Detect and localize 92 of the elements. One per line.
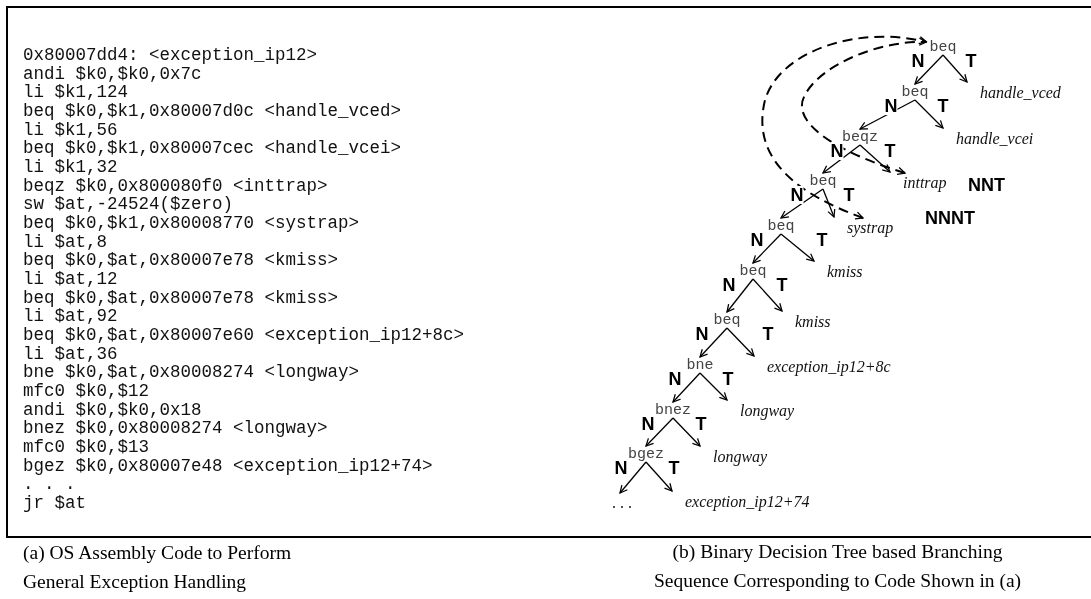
edge-label: T xyxy=(884,142,896,160)
code-line: li $at,8 xyxy=(23,232,107,252)
branch-mnemonic: beq xyxy=(901,85,929,100)
target-label: handle_vced xyxy=(980,84,1061,101)
branch-mnemonic: beq xyxy=(929,40,957,55)
code-line: jr $at xyxy=(23,494,86,513)
branch-mnemonic: bne xyxy=(686,358,714,373)
subfigure-caption: (b) Binary Decision Tree based Branching Sequence Corresponding to Code Shown in (a) xyxy=(652,540,1023,593)
branch-arrow xyxy=(672,372,701,403)
code-line: li $k1,124 xyxy=(23,83,129,102)
edge-label: N xyxy=(790,186,804,204)
code-line: beqz $k0,0x800080f0 <inttrap> xyxy=(23,176,328,196)
branch-arrow xyxy=(822,188,836,218)
code-line: . . . xyxy=(23,475,76,495)
code-line: bgez $k0,0x80007e48 <exception_ip12+74> xyxy=(23,456,433,476)
branch-arrow xyxy=(780,188,824,219)
target-label: systrap xyxy=(847,219,894,236)
target-label: kmiss xyxy=(827,263,863,280)
subfigure-caption: (a) OS Assembly Code to Perform General Exception Handling xyxy=(23,541,293,594)
branch-mnemonic: beq xyxy=(809,174,837,189)
branch-mnemonic: bnez xyxy=(655,403,691,418)
edge-label: N xyxy=(911,52,925,70)
edge-label: N xyxy=(641,415,655,433)
target-label: exception_ip12+74 xyxy=(685,493,810,510)
code-line: li $at,92 xyxy=(23,307,118,327)
target-label: exception_ip12+8c xyxy=(767,358,891,375)
branch-arrow xyxy=(859,99,916,130)
code-line: li $k1,32 xyxy=(23,158,118,177)
code-line: beq $k0,$k1,0x80007d0c <handle_vced> xyxy=(23,102,402,121)
branch-sequence-label: NNNT xyxy=(925,209,975,228)
branch-arrow xyxy=(699,372,728,401)
branch-mnemonic: beq xyxy=(713,313,741,328)
branch-mnemonic: beqz xyxy=(842,130,878,145)
edge-label: T xyxy=(816,231,828,249)
edge-label: T xyxy=(843,186,855,204)
branch-arrow xyxy=(914,54,944,85)
branch-mnemonic: beq xyxy=(739,264,767,279)
dashed-curved-arrow xyxy=(801,37,928,175)
branch-arrow xyxy=(914,99,944,129)
code-line: bne $k0,$at,0x80008274 <longway> xyxy=(23,363,360,383)
edge-label: T xyxy=(937,97,949,115)
branch-arrow xyxy=(726,327,755,357)
dashed-curved-arrow xyxy=(761,35,928,220)
code-line: beq $k0,$k1,0x80008770 <systrap> xyxy=(23,214,360,233)
edge-label: T xyxy=(668,459,680,477)
edge-label: N xyxy=(668,370,682,388)
code-line: beq $k0,$k1,0x80007cec <handle_vcei> xyxy=(23,139,402,158)
code-line: sw $at,-24524($zero) xyxy=(23,195,234,215)
target-label: kmiss xyxy=(795,313,831,330)
edge-label: N xyxy=(722,276,736,294)
branch-arrow xyxy=(822,144,861,174)
branch-arrow xyxy=(619,461,647,494)
branch-arrow xyxy=(645,461,673,492)
code-line: li $k1,56 xyxy=(23,120,118,140)
edge-label: N xyxy=(884,97,898,115)
code-line: beq $k0,$at,0x80007e78 <kmiss> xyxy=(23,251,339,271)
branch-arrow xyxy=(859,144,891,173)
branch-sequence-label: NNT xyxy=(968,176,1005,195)
code-line: beq $k0,$at,0x80007e60 <exception_ip12+8c> xyxy=(23,326,465,345)
code-line: 0x80007dd4: <exception_ip12> xyxy=(23,46,318,65)
target-label: longway xyxy=(713,448,768,465)
branch-arrow xyxy=(699,327,728,358)
code-line: beq $k0,$at,0x80007e78 <kmiss> xyxy=(23,288,339,308)
target-label: handle_vcei xyxy=(956,130,1034,147)
edge-label: T xyxy=(965,52,977,70)
edge-label: T xyxy=(695,415,707,433)
code-line: mfc0 $k0,$12 xyxy=(23,382,150,401)
code-line: andi $k0,$k0,0x7c xyxy=(23,64,202,84)
edge-label: N xyxy=(695,325,709,343)
target-label: longway xyxy=(740,402,795,419)
branch-arrow xyxy=(726,278,754,313)
branch-mnemonic: bgez xyxy=(628,447,664,462)
code-line: li $at,12 xyxy=(23,270,118,289)
branch-arrow xyxy=(752,278,783,312)
edge-label: N xyxy=(750,231,764,249)
branch-arrow xyxy=(752,233,782,264)
branch-arrow xyxy=(942,54,968,83)
code-line: mfc0 $k0,$13 xyxy=(23,438,150,457)
edge-label: T xyxy=(762,325,774,343)
target-label: inttrap xyxy=(903,174,947,191)
ellipsis: . . . xyxy=(612,494,632,511)
edge-label: N xyxy=(614,459,628,477)
code-line: bnez $k0,0x80008274 <longway> xyxy=(23,419,328,439)
edge-label: N xyxy=(830,142,844,160)
branch-mnemonic: beq xyxy=(767,219,795,234)
edge-label: T xyxy=(722,370,734,388)
branch-arrow xyxy=(645,417,674,447)
branch-arrow xyxy=(780,233,815,262)
code-line: andi $k0,$k0,0x18 xyxy=(23,400,202,420)
code-line: li $at,36 xyxy=(23,344,118,364)
edge-label: T xyxy=(776,276,788,294)
branch-arrow xyxy=(672,417,701,447)
